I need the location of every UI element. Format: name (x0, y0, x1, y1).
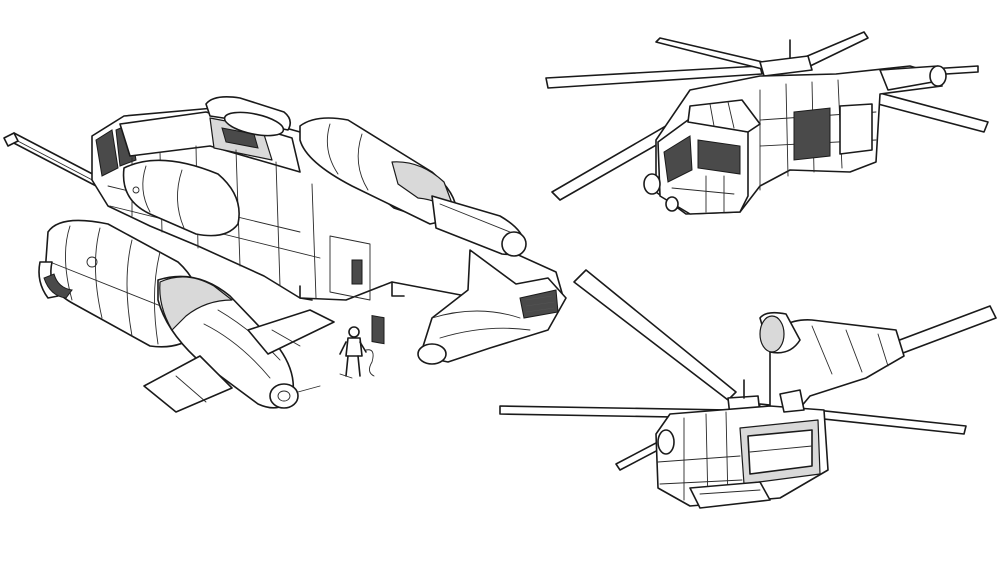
gunship-fuselage (91, 96, 565, 345)
landing-gear (299, 259, 405, 301)
left-rear-engine (157, 275, 321, 409)
left-front-nacelle (38, 219, 201, 348)
crew-figure (339, 326, 375, 379)
left-tail-fin (143, 309, 335, 413)
helicopter-body-top (643, 65, 947, 215)
right-wing-pod (417, 249, 567, 365)
right-upper-nacelle (299, 117, 527, 257)
helicopter-body-bottom (655, 311, 905, 509)
rotor-hub-top (759, 39, 813, 77)
